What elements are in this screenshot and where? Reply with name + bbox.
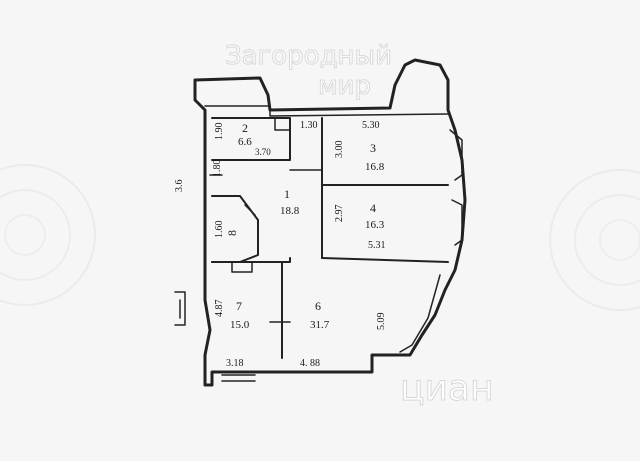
room-2-area: 6.6 (238, 136, 252, 148)
dim-509: 5.09 (376, 313, 387, 331)
left-entrance (174, 291, 186, 326)
room-2-closet (274, 117, 291, 131)
room-2-walls (211, 117, 291, 161)
room-7-number: 7 (236, 299, 242, 313)
dim-190: 1.90 (214, 123, 225, 141)
watermark-bottom: циан (400, 368, 494, 409)
dim-36: 3.6 (174, 180, 185, 193)
dim-530: 5.30 (362, 120, 380, 131)
dim-130: 1.30 (300, 120, 318, 131)
wall-middle (211, 257, 291, 263)
bottom-window (221, 374, 256, 382)
dim-488: 4. 88 (300, 358, 320, 369)
watermark-top-2: мир (318, 71, 371, 101)
room-2-number: 2 (242, 121, 248, 135)
dim-318: 3.18 (226, 358, 244, 369)
dim-300: 3.00 (334, 141, 345, 159)
mandala-left-watermark (0, 164, 96, 306)
room-3-area: 16.8 (365, 161, 385, 173)
room-4-area: 16.3 (365, 219, 385, 231)
dim-531: 5.31 (368, 240, 386, 251)
dim-160: 1.60 (214, 221, 225, 239)
wall-7-niche (231, 261, 253, 273)
dim-297: 2.97 (334, 205, 345, 223)
bay-window-bottom (399, 274, 441, 353)
room-8-number: 8 (225, 230, 239, 236)
walls (174, 58, 467, 387)
room-1-area: 18.8 (280, 205, 300, 217)
dim-370: 3.70 (255, 147, 271, 157)
dim-180: 1.80 (212, 160, 223, 178)
outer-wall-inner (204, 105, 449, 117)
room-4-number: 4 (370, 201, 376, 215)
room-7-area: 15.0 (230, 319, 250, 331)
door-ticks (209, 169, 323, 323)
room-1-number: 1 (284, 187, 290, 201)
outer-wall (193, 58, 467, 387)
dim-487: 4.87 (214, 300, 225, 318)
watermark-top: Загородный (225, 41, 392, 71)
room-3-number: 3 (370, 141, 376, 155)
room-6-number: 6 (315, 299, 321, 313)
mandala-right-watermark (549, 169, 640, 311)
bay-window-right (449, 129, 463, 246)
wall-4-bottom (321, 257, 449, 263)
room-6-area: 31.7 (310, 319, 330, 331)
